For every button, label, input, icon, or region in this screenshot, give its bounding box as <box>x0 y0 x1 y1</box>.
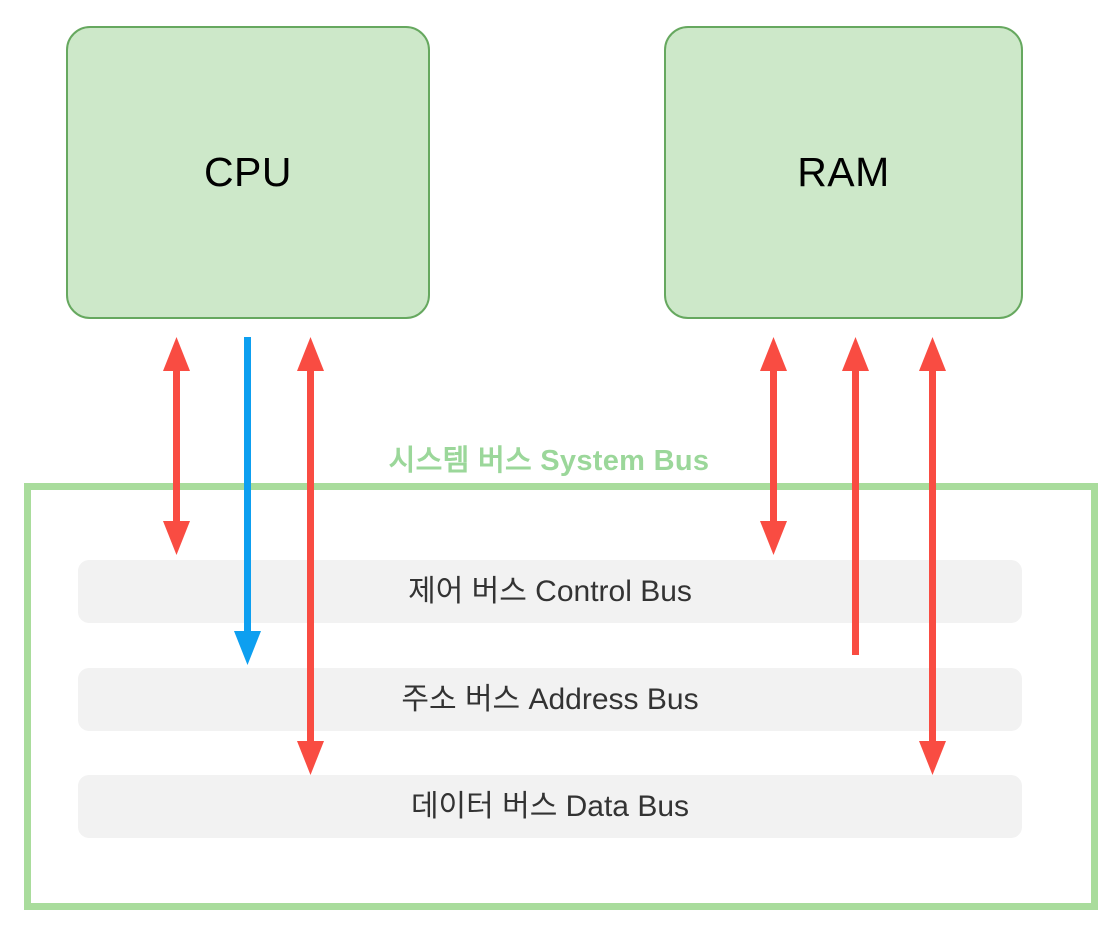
bus-bar-label-data: 데이터 버스 Data Bus <box>410 789 690 823</box>
component-label-ram: RAM <box>797 149 890 195</box>
component-box-cpu[interactable]: CPU <box>66 26 430 319</box>
bus-bar-data[interactable]: 데이터 버스 Data Bus <box>78 775 1022 838</box>
arrowhead-up-icon <box>759 337 787 371</box>
system-bus-title-text: 시스템 버스 System Bus <box>388 445 710 477</box>
bus-bar-address[interactable]: 주소 버스 Address Bus <box>78 668 1022 731</box>
system-bus-title: 시스템 버스 System Bus <box>0 437 1114 479</box>
arrowhead-up-icon <box>296 337 324 371</box>
arrowhead-up-icon <box>162 337 190 371</box>
system-bus-container <box>24 483 1098 910</box>
bus-bar-label-control: 제어 버스 Control Bus <box>408 574 692 608</box>
arrowhead-up-icon <box>841 337 869 371</box>
bus-bar-label-address: 주소 버스 Address Bus <box>401 682 699 716</box>
component-label-cpu: CPU <box>203 149 293 195</box>
arrowhead-up-icon <box>918 337 946 371</box>
bus-bar-control[interactable]: 제어 버스 Control Bus <box>78 560 1022 623</box>
component-box-ram[interactable]: RAM <box>664 26 1023 319</box>
